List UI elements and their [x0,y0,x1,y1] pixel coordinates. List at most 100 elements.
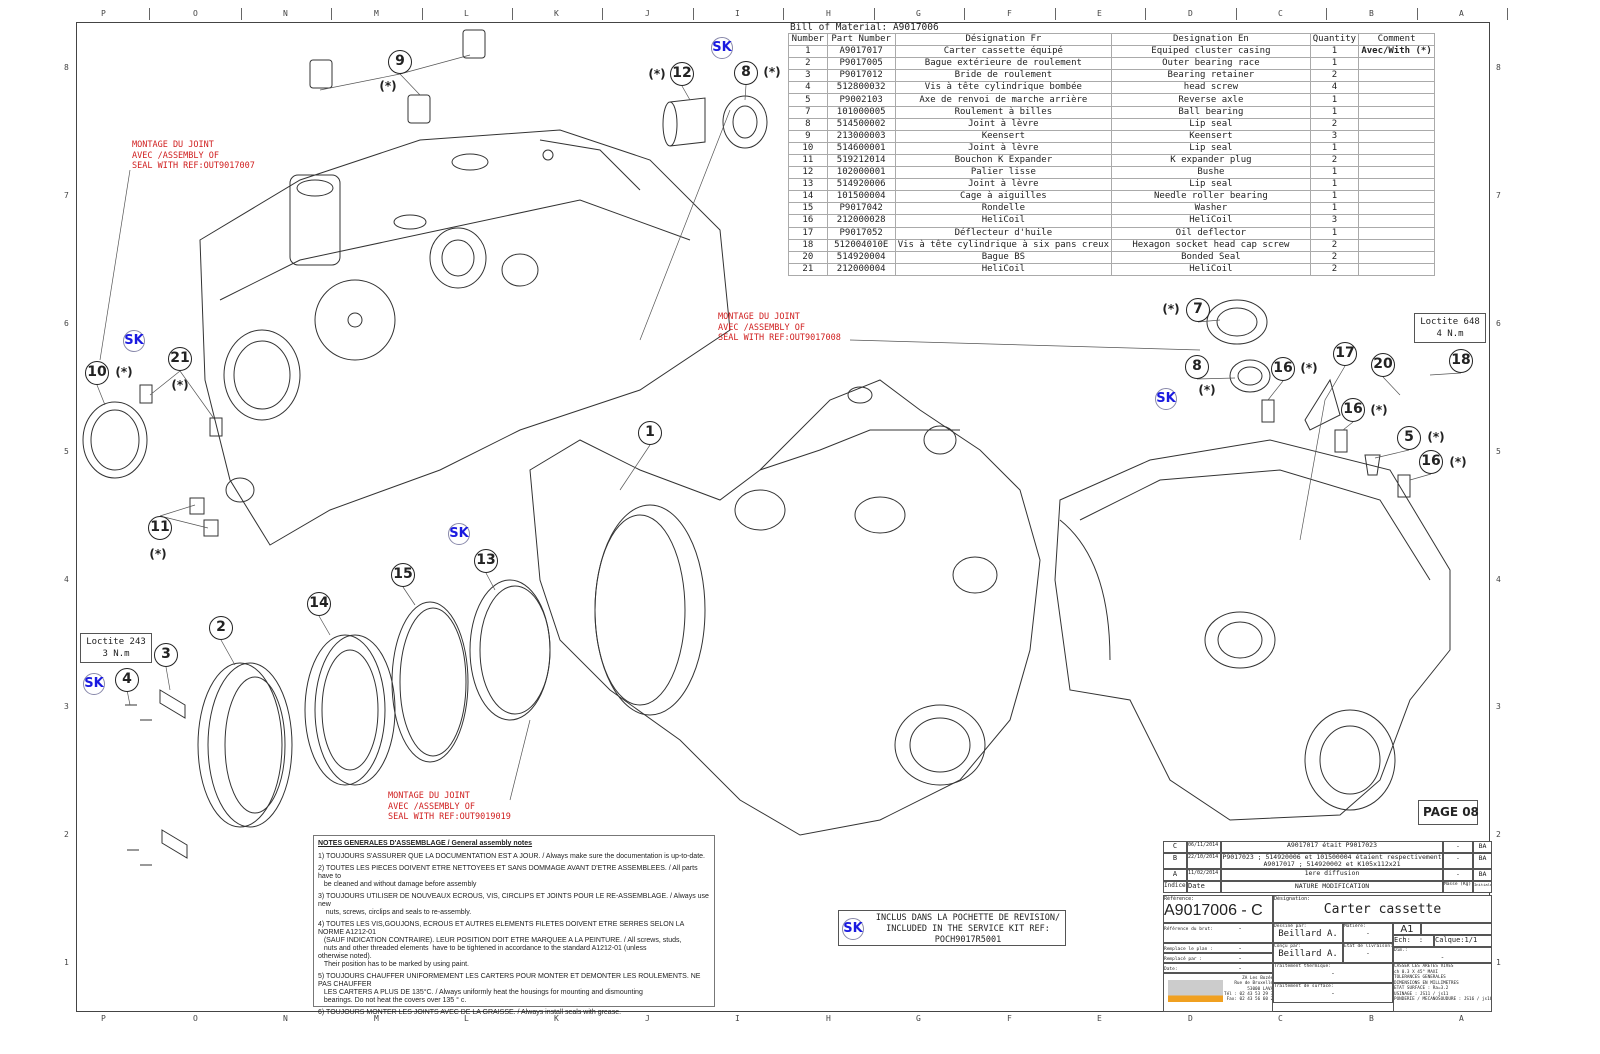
note-item: 6) TOUJOURS MONTER LES JOINTS AVEC DE LA… [318,1009,622,1016]
bom-cell [1358,153,1435,168]
column-label: D [1188,1014,1193,1023]
bom-header-cell: Désignation Fr [894,32,1113,47]
field-label: Dessiné par: [1274,924,1307,929]
footnote-marker: (*) [763,65,781,79]
callout-number: 15 [391,563,415,587]
bom-cell: 213000003 [826,129,896,143]
revision-date: 22/10/2014 [1187,853,1221,869]
footnote-marker: (*) [1449,455,1467,469]
bom-cell: Bonded Seal [1111,250,1311,264]
calque-cell: Calque:1/1 [1434,935,1492,947]
footnote-marker: (*) [1370,403,1388,417]
bom-cell: 1 [1309,166,1360,180]
drawing-frame [76,22,1490,1012]
footnote-marker: (*) [171,378,189,392]
callout-number: 2 [209,616,233,640]
field-value: - [1331,989,1335,997]
bom-cell: Vis à tête cylindrique bombée [894,81,1113,95]
callout-number: 1 [638,421,662,445]
revision-mass: - [1443,853,1473,869]
bom-cell: 10 [788,141,828,155]
bom-cell: HeliCoil [894,214,1113,228]
bom-cell: P9002103 [826,93,896,107]
footnote-marker: (*) [1427,430,1445,444]
page-label: PAGE 08 [1418,800,1479,825]
field-designed: Conçu par:Beillard A. [1273,943,1343,963]
column-label: C [1278,1014,1283,1023]
column-label: N [283,1014,288,1023]
bom-header-cell: Comment [1358,32,1435,47]
bom-cell: 16 [788,214,828,228]
designation-label: Désignation: [1274,896,1311,902]
callout-number: 20 [1371,353,1395,377]
callout-number: 11 [148,516,172,540]
ruler-tick [1236,8,1237,20]
reference-label: Référence: [1164,896,1195,902]
bom-cell: 4 [788,81,828,95]
projection-symbol [1421,923,1492,935]
row-label: 1 [64,958,69,967]
bom-cell: Lip seal [1111,178,1311,192]
bom-cell: Palier lisse [894,166,1113,180]
bom-cell: Vis à tête cylindrique à six pans creux [894,238,1113,252]
bom-cell: head screw [1111,81,1311,95]
bom-cell [1358,190,1435,204]
bom-cell: HeliCoil [894,262,1113,276]
column-label: L [464,1014,469,1023]
column-label: E [1097,9,1102,18]
field-delivery: Etat de livraison:- [1343,943,1393,963]
bom-cell: Bearing retainer [1111,69,1311,83]
bom-title: Bill of Material: A9017006 [790,22,939,33]
seal-assembly-note: MONTAGE DU JOINT AVEC /ASSEMBLY OF SEAL … [718,312,841,343]
bom-cell: 1 [1309,178,1360,192]
designation: Carter cassette [1323,902,1442,917]
reference-cell: Référence:A9017006 - C [1163,895,1273,923]
bom-cell: 514920004 [826,250,896,264]
callout-number: 21 [168,347,192,371]
field-drawn: Dessiné par:Beillard A. [1273,923,1343,943]
column-label: H [826,9,831,18]
column-label: G [916,1014,921,1023]
field-label: Remplacé par : [1164,957,1202,962]
bom-cell: 512800032 [826,81,896,95]
bom-cell [1358,226,1435,240]
footnote-marker: (*) [1162,302,1180,316]
rev-header: NATURE MODIFICATION [1221,881,1443,893]
revision-date: 11/02/2014 [1187,869,1221,881]
revision-index: C [1163,841,1187,853]
bom-cell [1358,141,1435,155]
notes-title: NOTES GENERALES D'ASSEMBLAGE / General a… [318,840,533,847]
bom-cell: Lip seal [1111,117,1311,131]
left-housing [199,129,731,546]
service-kit-line: INCLUDED IN THE SERVICE KIT REF: [886,924,1050,934]
loctite-name: Loctite 648 [1420,317,1480,327]
sk-badge: SK [123,330,145,352]
company-cell: ZA Les Bozées Rue de Bruxelles 53000 LAV… [1163,973,1273,1012]
callout-number: 7 [1186,298,1210,322]
bom-cell: 21 [788,262,828,276]
bom-cell: Lip seal [1111,141,1311,155]
bom-cell: 102000001 [826,166,896,180]
bom-cell: 2 [1309,117,1360,131]
field-label: Traitement de surface: [1274,984,1334,989]
bom-cell: P9017005 [826,57,896,71]
revision-initials: BA [1473,853,1492,869]
bom-cell: 11 [788,153,828,168]
field-value: - [1238,954,1242,962]
seal-assembly-note: MONTAGE DU JOINT AVEC /ASSEMBLY OF SEAL … [132,140,255,171]
bom-cell [1358,238,1435,252]
column-label: I [735,9,740,18]
row-label: 3 [64,702,69,711]
ruler-tick [241,8,242,20]
dim-label: Dim.: [1394,948,1408,953]
